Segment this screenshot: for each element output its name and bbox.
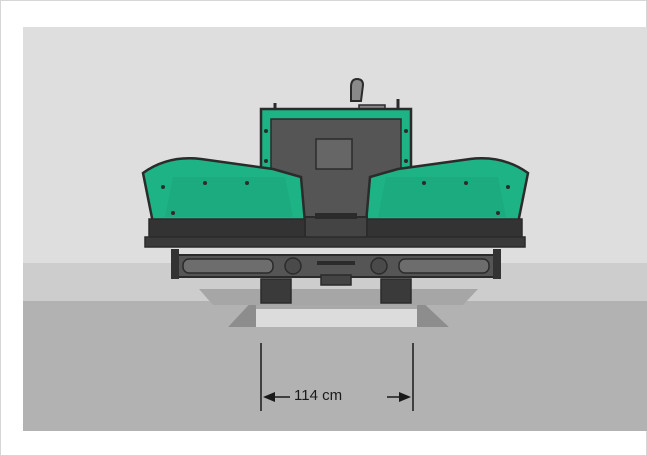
- tracks: [260, 278, 412, 304]
- machine-shadow: [199, 289, 478, 305]
- dimension-lines: [260, 343, 414, 411]
- diagram-scene: 114 cm: [23, 27, 647, 431]
- paver-illustration: [23, 27, 647, 431]
- screed-bar: [171, 249, 501, 286]
- dimension-arrowheads: [263, 392, 411, 402]
- right-hopper-wing: [364, 157, 530, 240]
- lower-frame-rail: [144, 236, 526, 248]
- width-dimension-label: 114 cm: [294, 387, 343, 404]
- left-hopper-wing: [141, 157, 307, 240]
